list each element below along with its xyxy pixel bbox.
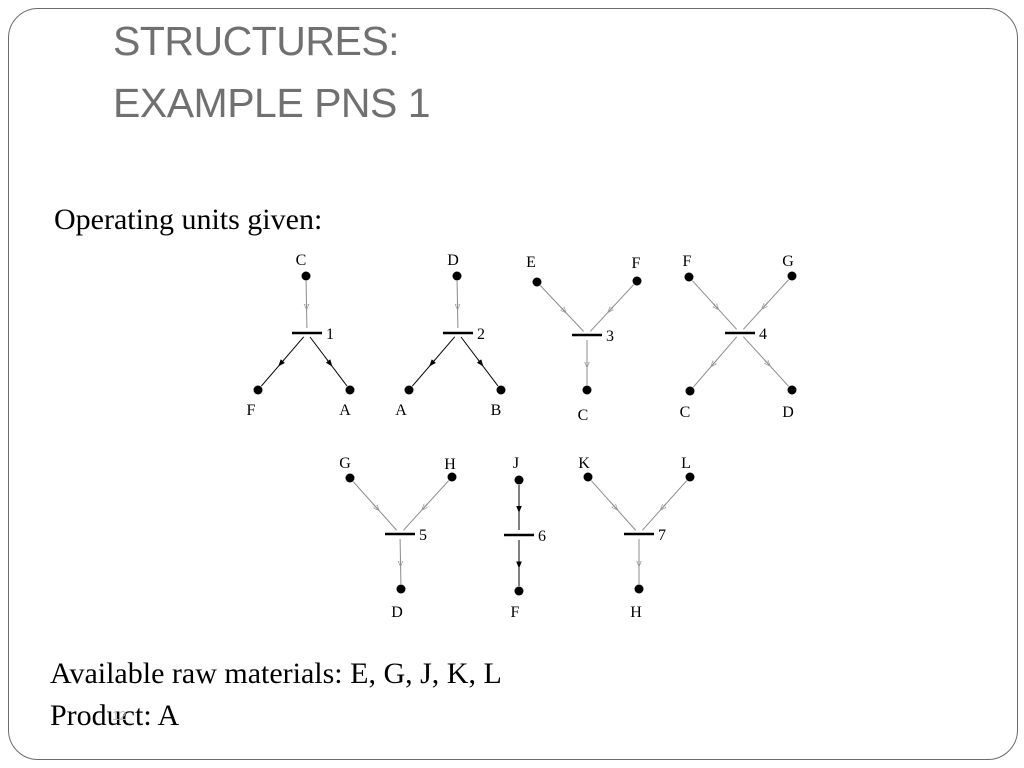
material-label-B: B [491,402,502,419]
material-node-H [634,584,644,594]
material-label-E: E [526,254,536,271]
material-label-D: D [782,404,794,421]
material-node-H [447,472,457,482]
material-label-G: G [339,455,351,472]
material-node-G [787,271,797,281]
unit-7-input-edge-K-arrowhead [612,503,617,510]
material-label-H: H [630,604,642,621]
unit-2-output-edge-A-arrowhead [429,359,436,367]
slide-number: 12 [112,708,127,723]
material-label-F: F [683,253,692,270]
slide-title: COMBINATORIALLY FEASIBLE STRUCTURES: EXA… [113,0,933,134]
unit-2-output-edge-B-arrowhead [476,359,484,367]
title-line-1: COMBINATORIALLY FEASIBLE [113,0,933,10]
material-label-F: F [632,255,641,272]
unit-1-output-edge-F-arrowhead [278,359,285,367]
unit-4-input-edge-G-arrowhead [762,302,767,309]
material-node-D [452,271,462,281]
material-label-H: H [444,456,456,473]
material-label-D: D [391,604,403,621]
unit-3-input-edge-E-arrowhead [560,307,565,313]
material-label-C: C [680,404,691,421]
operating-unit-label-4: 4 [759,326,767,343]
title-line-2: STRUCTURES: [113,18,400,64]
material-node-F [253,385,263,395]
material-label-F: F [247,402,256,419]
operating-unit-label-5: 5 [419,527,427,544]
unit-4-output-edge-C-arrowhead [711,360,716,366]
operating-unit-label-7: 7 [658,527,666,544]
material-node-D [787,385,797,395]
operating-unit-label-6: 6 [538,528,546,545]
material-label-G: G [782,253,794,270]
material-node-C [685,386,695,396]
material-label-J: J [513,455,519,472]
title-line-3: EXAMPLE PNS 1 [113,80,431,126]
slide-frame [8,8,1018,760]
material-node-D [396,584,406,594]
unit-5-input-edge-H-arrowhead [422,503,427,510]
raw-materials-text: Available raw materials: E, G, J, K, L [50,657,502,690]
unit-1-output-edge-A-arrowhead [325,359,333,367]
material-label-C: C [296,252,307,269]
material-label-A: A [395,402,407,419]
material-node-E [532,277,542,287]
unit-5-input-edge-G-arrowhead [374,503,379,510]
operating-unit-label-3: 3 [606,328,614,345]
operating-unit-label-1: 1 [326,326,334,343]
material-node-J [514,475,524,485]
material-label-K: K [578,455,590,472]
unit-3-input-edge-F-arrowhead [608,306,613,312]
material-label-A: A [339,402,351,419]
unit-4-input-edge-F-arrowhead [713,303,718,309]
operating-unit-label-2: 2 [477,326,485,343]
material-label-L: L [681,455,691,472]
intro-text: Operating units given: [54,203,323,236]
material-label-D: D [447,252,459,269]
material-node-A [345,385,355,395]
product-text: Product: A [50,699,180,732]
material-node-K [583,472,593,482]
unit-7-input-edge-L-arrowhead [661,503,666,510]
material-node-A [404,385,414,395]
material-label-C: C [578,407,589,424]
material-label-F: F [511,604,520,621]
material-node-G [345,473,355,483]
material-node-F [514,586,524,596]
material-node-F [632,276,642,286]
material-node-C [301,271,311,281]
material-node-F [684,272,694,282]
material-node-C [582,385,592,395]
unit-4-output-edge-D-arrowhead [765,359,770,366]
material-node-L [685,472,695,482]
material-node-B [496,385,506,395]
